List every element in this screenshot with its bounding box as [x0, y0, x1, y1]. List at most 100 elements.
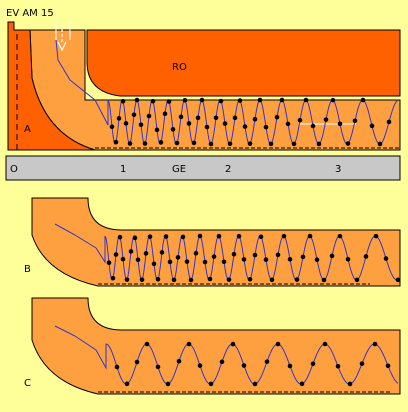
trace-dot [120, 256, 126, 262]
trace-dot [263, 257, 269, 262]
trace-dot [178, 114, 184, 120]
region-label-ro: RO [172, 62, 187, 73]
trace-dot [395, 277, 401, 283]
trace-dot [123, 121, 129, 126]
trace-dot [252, 252, 258, 258]
trace-dot [285, 121, 291, 127]
trace-dot [232, 115, 238, 121]
panel-label-c: C [24, 378, 31, 389]
trace-dot [257, 97, 263, 103]
trace-dot [335, 363, 341, 369]
trace-dot [321, 277, 327, 283]
trace-dot [236, 233, 242, 239]
trace-dot [359, 361, 365, 366]
trace-dot [120, 98, 126, 104]
trace-dot [199, 97, 205, 103]
trace-dot [195, 115, 201, 121]
trace-dot [208, 141, 214, 147]
trace-dot [300, 254, 306, 260]
trace-dot [128, 249, 134, 254]
trace-dot [176, 358, 182, 364]
trace-dot [373, 233, 379, 239]
trace-dot [186, 121, 192, 126]
trace-dot [310, 361, 316, 367]
trace-dot [106, 260, 112, 266]
trace-dot [360, 97, 366, 103]
trace-dot [193, 250, 199, 256]
trace-dot [184, 259, 190, 264]
trace-dot [385, 363, 391, 369]
trace-dot [287, 256, 293, 262]
trace-dot [186, 341, 192, 347]
trace-dot [337, 121, 343, 127]
trace-dot [197, 363, 203, 368]
trace-dot [307, 233, 313, 239]
trace-dot [154, 127, 160, 133]
trace-dot [158, 140, 164, 145]
trace-dot [191, 140, 197, 146]
scale-bar: O 1 GE 2 3 [5, 155, 401, 181]
trace-dot [110, 275, 116, 281]
trace-dot [142, 141, 148, 146]
trace-dot [241, 257, 247, 262]
trace-dot [208, 381, 214, 387]
scale-bar-tick-3: 3 [335, 164, 341, 175]
scale-bar-tick-1: 1 [120, 164, 126, 175]
panel-label-b: B [24, 264, 31, 275]
trace-dot [372, 341, 378, 347]
trace-dot [274, 114, 280, 120]
trace-dot [182, 97, 188, 103]
trace-dot [337, 233, 343, 239]
trace-dot [252, 116, 258, 122]
trace-dot [170, 127, 176, 132]
trace-dot [188, 277, 194, 283]
trace-dot [222, 121, 228, 126]
trace-dot [207, 276, 213, 282]
trace-dot [226, 277, 232, 282]
trace-dot [345, 141, 351, 146]
trace-dot [216, 233, 222, 239]
panel-a-arrow-head [57, 41, 67, 52]
trace-dot [354, 277, 360, 283]
trace-dot [263, 124, 269, 130]
trace-dot [316, 141, 322, 147]
trace-dot [299, 381, 305, 387]
trace-dot [113, 139, 119, 145]
trace-dot [204, 124, 210, 130]
trace-dot [275, 341, 281, 347]
trace-dot [132, 235, 138, 241]
trace-dot [211, 254, 217, 259]
trace-dot [124, 277, 130, 282]
trace-dot [127, 141, 133, 146]
trace-dot [151, 261, 157, 267]
trace-dot [252, 381, 258, 387]
panel-c-dots [114, 341, 391, 387]
trace-dot [219, 359, 225, 365]
trace-dot [310, 123, 316, 129]
trace-dot [383, 256, 389, 261]
trace-dot [322, 341, 328, 347]
trace-dot [352, 118, 358, 124]
trace-dot [143, 251, 149, 256]
scale-bar-ge: GE [172, 164, 186, 175]
trace-dot [166, 99, 172, 104]
header-label: EV AM 15 [6, 8, 54, 19]
trace-dot [134, 359, 140, 365]
panel-a-dots [109, 97, 392, 147]
trace-dot [144, 341, 150, 347]
trace-dot [227, 141, 233, 147]
panel-c: C [24, 297, 401, 395]
scale-bar-origin: O [10, 164, 18, 175]
panel-b-dots [106, 233, 401, 283]
trace-dot [247, 276, 253, 282]
trace-dot [237, 98, 243, 103]
trace-dot [131, 112, 137, 118]
trace-dot [314, 257, 320, 263]
trace-dot [329, 253, 335, 259]
trace-dot [202, 259, 208, 265]
trace-dot [269, 277, 275, 283]
trace-dot [116, 116, 122, 121]
trace-dot [275, 252, 281, 258]
panel-a-ro-region [86, 29, 401, 97]
